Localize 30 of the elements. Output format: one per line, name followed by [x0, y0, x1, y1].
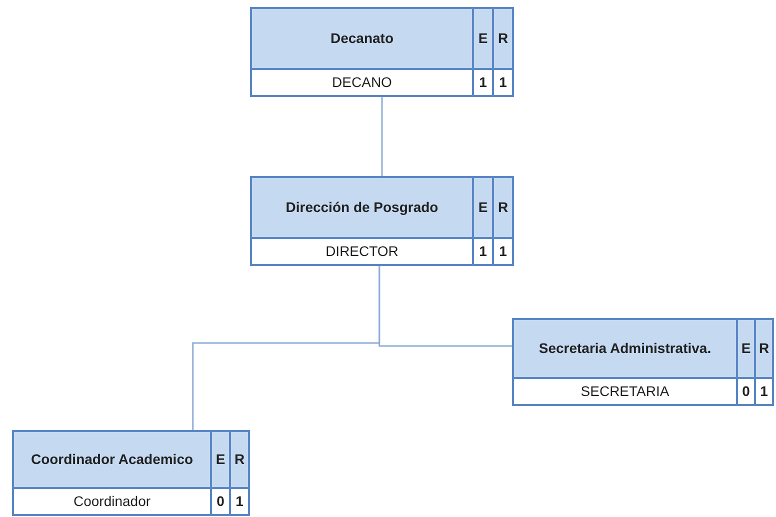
org-table: [250, 176, 514, 266]
unit-title: Decanato: [252, 9, 472, 68]
column-header: R: [492, 9, 512, 68]
count-value: 1: [472, 237, 492, 264]
column-header: E: [472, 9, 492, 68]
unit-title: Secretaria Administrativa.: [514, 320, 736, 377]
column-header: R: [754, 320, 772, 377]
role-name: DECANO: [252, 68, 472, 95]
role-name: SECRETARIA: [514, 377, 736, 404]
count-value: 1: [492, 237, 512, 264]
org-table: [12, 430, 250, 516]
org-table: [512, 318, 774, 406]
count-value: 1: [754, 377, 772, 404]
column-header: E: [210, 432, 229, 487]
unit-title: Dirección de Posgrado: [252, 178, 472, 237]
count-value: 0: [210, 487, 229, 514]
connector-line: [192, 266, 380, 430]
connector-line: [381, 97, 383, 176]
count-value: 1: [472, 68, 492, 95]
role-name: Coordinador: [14, 487, 210, 514]
unit-title: Coordinador Academico: [14, 432, 210, 487]
role-name: DIRECTOR: [252, 237, 472, 264]
column-header: R: [492, 178, 512, 237]
count-value: 1: [229, 487, 248, 514]
column-header: E: [472, 178, 492, 237]
column-header: E: [736, 320, 754, 377]
column-header: R: [229, 432, 248, 487]
org-table: [250, 7, 514, 97]
count-value: 1: [492, 68, 512, 95]
count-value: 0: [736, 377, 754, 404]
